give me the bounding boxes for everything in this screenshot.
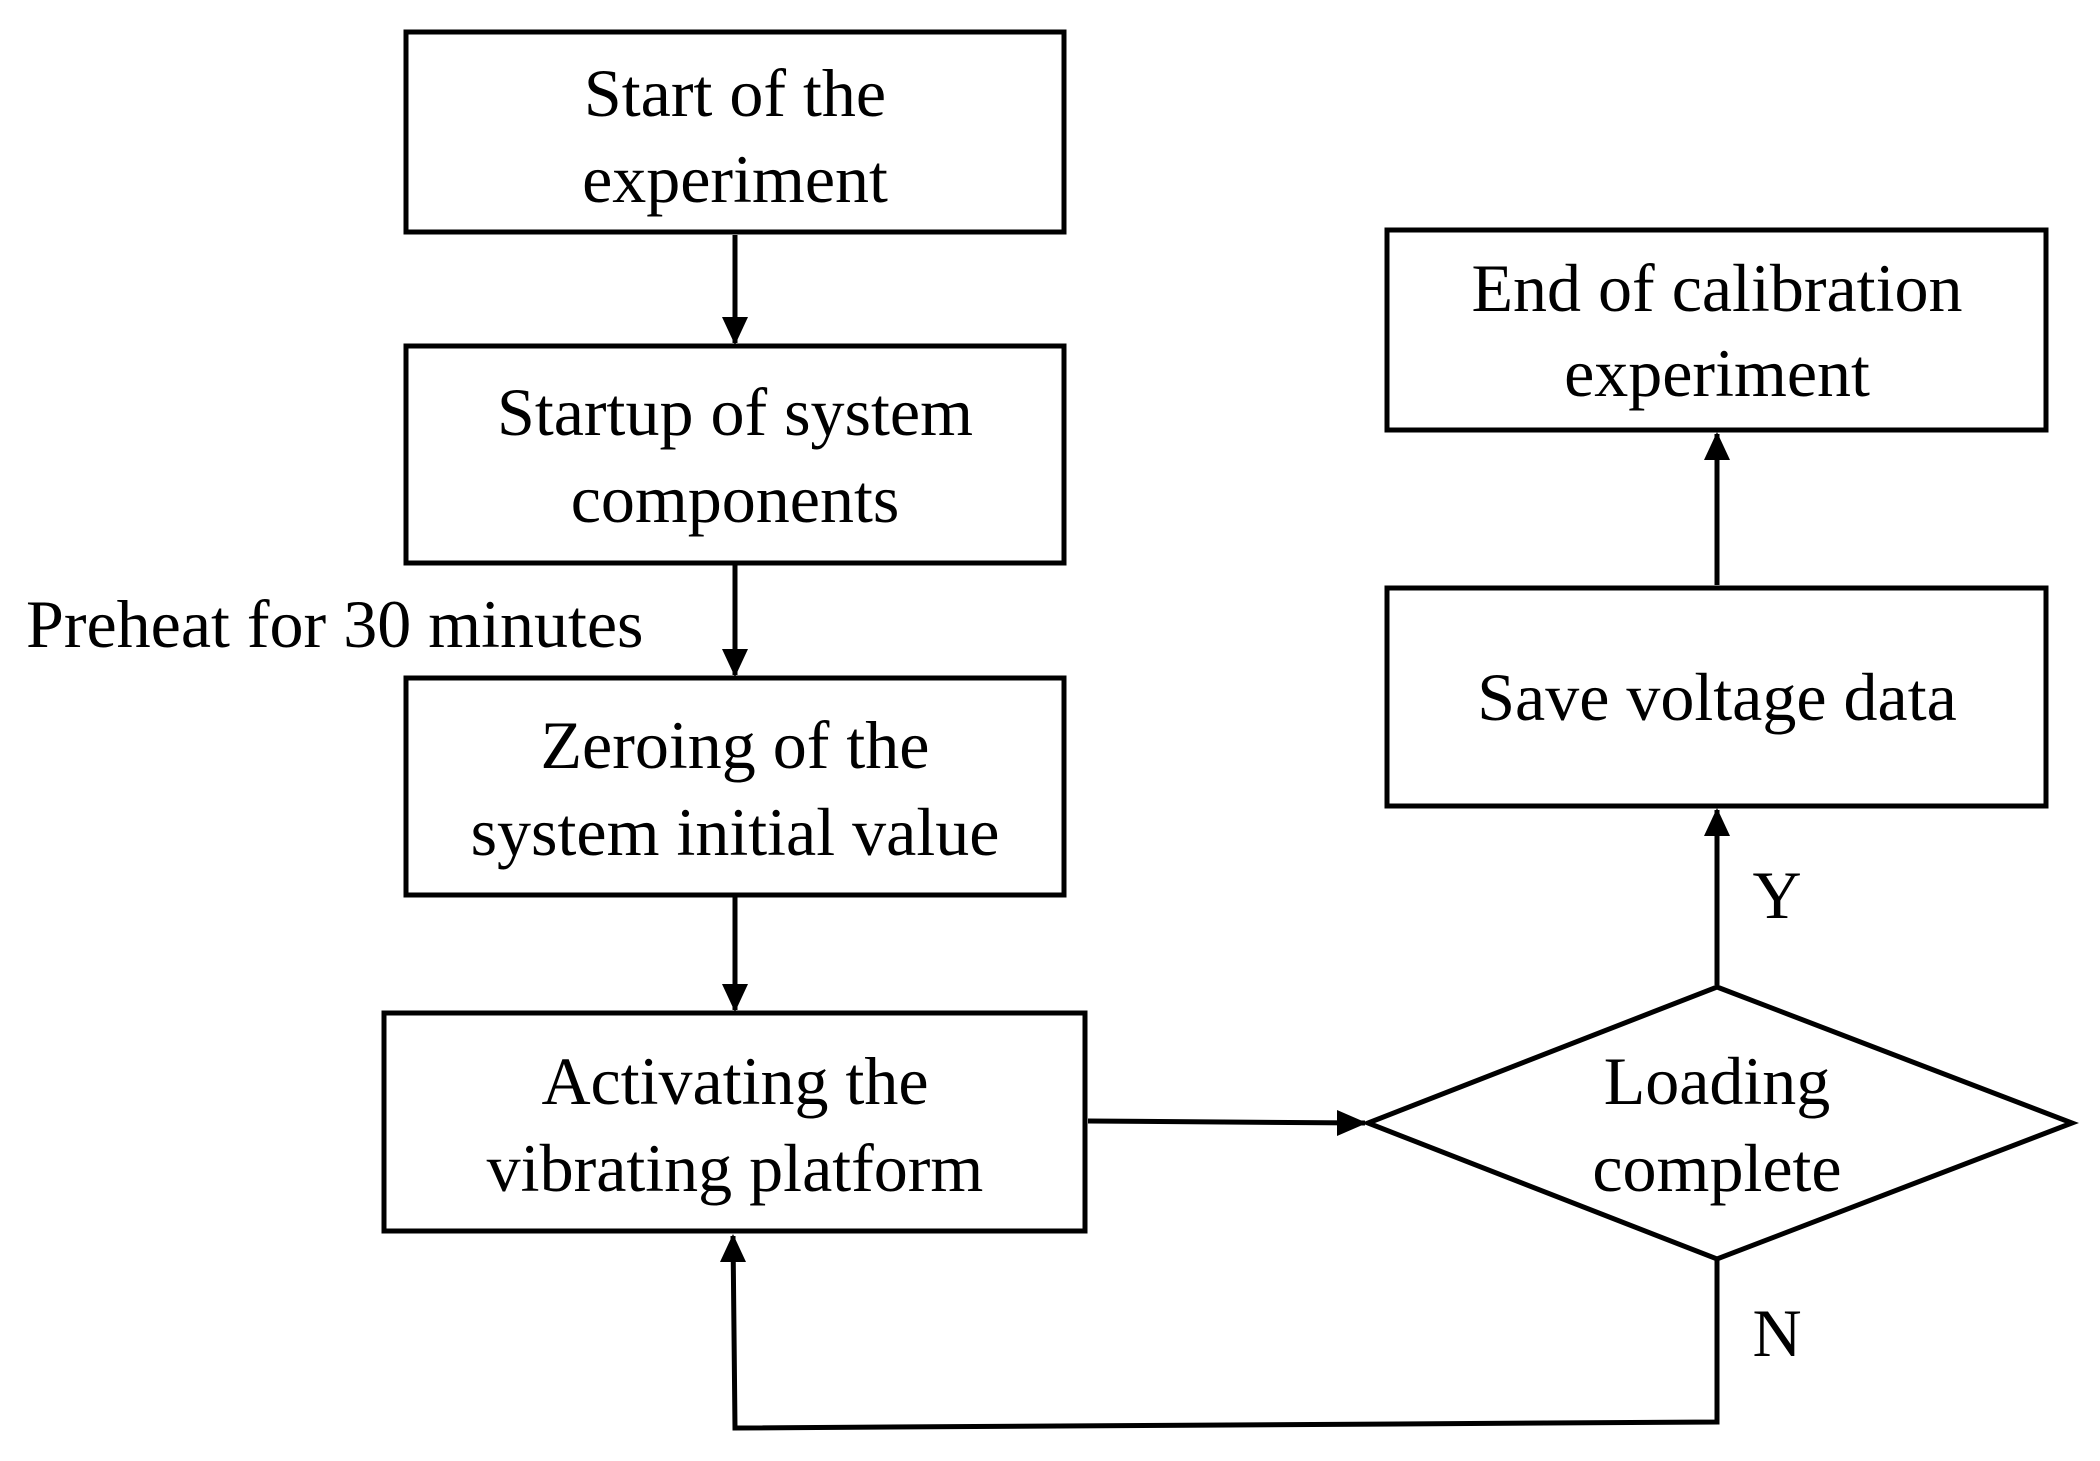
node-loading-line-2: complete	[1592, 1130, 1841, 1206]
arrowhead-activating-to-loading	[1337, 1110, 1367, 1136]
node-end: End of calibration experiment	[1384, 227, 2049, 433]
node-loading-diamond	[1361, 984, 2079, 1262]
node-start-line-2: experiment	[582, 141, 888, 217]
connectors	[720, 235, 1730, 1431]
arrowhead-zeroing-to-activating	[722, 984, 748, 1012]
edge-label-preheat: Preheat for 30 minutes	[26, 586, 644, 662]
node-start: Start of the experiment	[403, 29, 1067, 235]
arrowhead-loading-to-save	[1704, 808, 1730, 836]
arrowhead-save-to-end	[1704, 432, 1730, 460]
edge-label-no: N	[1752, 1295, 1801, 1371]
node-activating-box	[381, 1010, 1088, 1234]
node-end-line-1: End of calibration	[1472, 250, 1963, 326]
node-startup-box	[403, 343, 1067, 566]
arrowhead-loading-loop-back	[720, 1234, 746, 1262]
node-save-line-1: Save voltage data	[1477, 659, 1957, 735]
arrow-loading-loop-back	[730, 1235, 1720, 1431]
node-end-line-2: experiment	[1564, 335, 1870, 411]
node-zeroing-box	[403, 675, 1067, 898]
node-startup-line-2: components	[571, 461, 900, 537]
node-zeroing: Zeroing of the system initial value	[403, 675, 1067, 898]
node-start-line-1: Start of the	[584, 55, 886, 131]
node-startup: Startup of system components	[403, 343, 1067, 566]
arrowhead-startup-to-zeroing	[722, 649, 748, 677]
arrow-activating-to-loading	[1087, 1118, 1366, 1126]
node-loading: Loading complete	[1361, 984, 2079, 1262]
node-start-box	[403, 29, 1067, 235]
edge-label-yes: Y	[1752, 857, 1801, 933]
node-loading-line-1: Loading	[1604, 1043, 1831, 1119]
node-save-box	[1384, 585, 2049, 809]
arrowhead-start-to-startup	[722, 317, 748, 345]
node-startup-line-1: Startup of system	[497, 374, 973, 450]
node-zeroing-line-1: Zeroing of the	[541, 707, 930, 783]
node-activating: Activating the vibrating platform	[381, 1010, 1088, 1234]
node-end-box	[1384, 227, 2049, 433]
node-activating-line-1: Activating the	[541, 1043, 928, 1119]
node-zeroing-line-2: system initial value	[471, 794, 1000, 870]
node-save: Save voltage data	[1384, 585, 2049, 809]
node-activating-line-2: vibrating platform	[487, 1130, 984, 1206]
